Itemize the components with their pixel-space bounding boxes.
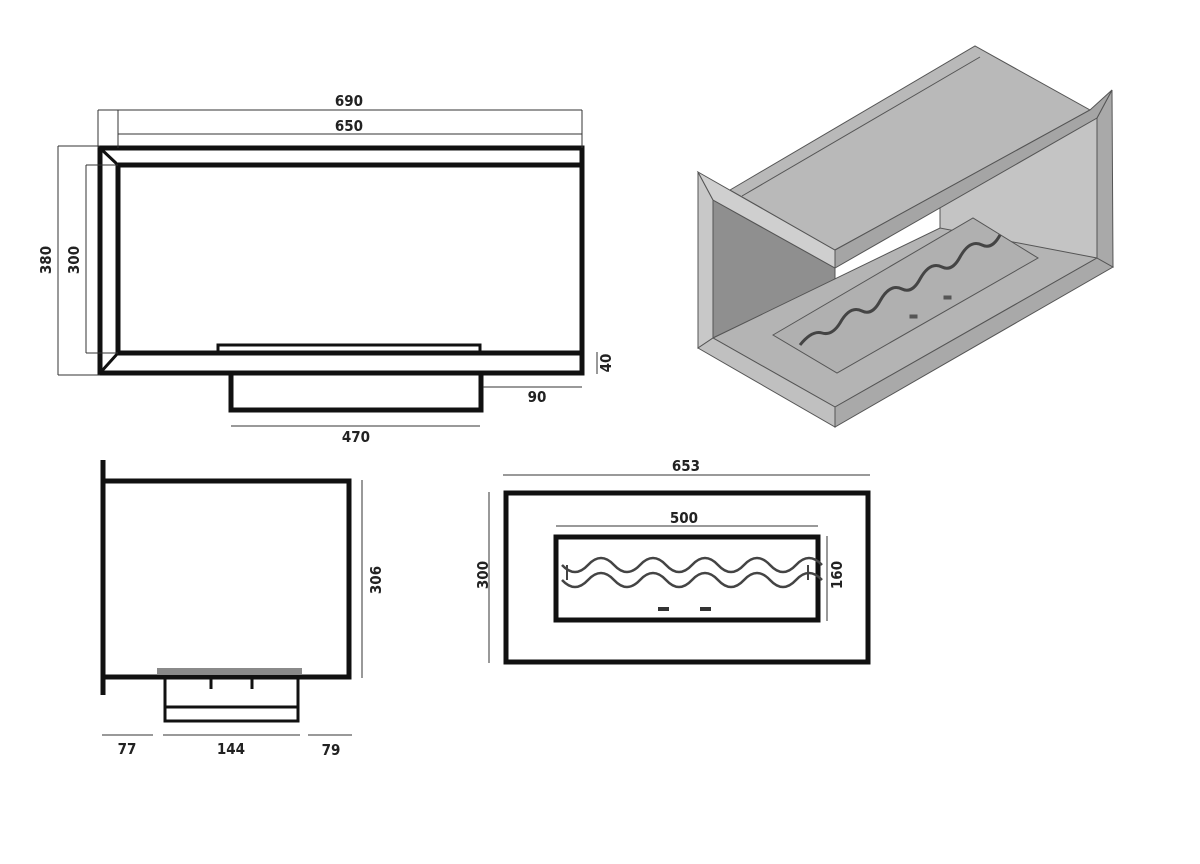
front-base-box [228, 370, 484, 413]
top-flame-wave-lower [561, 571, 823, 589]
dim-front-overall-height: 380 [37, 246, 55, 274]
dim-front-frame-depth: 40 [597, 354, 615, 373]
dim-side-base-depth: 144 [217, 740, 245, 758]
dim-top-burner-width: 500 [670, 509, 698, 527]
front-corner-bevel-bottom [98, 351, 120, 375]
iso-right-frame [1096, 89, 1114, 268]
dim-front-base-offset: 90 [528, 388, 547, 406]
side-body [100, 478, 352, 680]
dim-side-left-offset: 77 [118, 740, 137, 758]
side-burner-tray-bar [157, 668, 302, 674]
top-outer-frame [503, 490, 871, 665]
side-view: 306 77 144 79 [100, 460, 385, 759]
iso-burner-tray [772, 217, 1039, 374]
front-corner-bevel-top [98, 146, 120, 167]
front-view: 690 650 380 300 40 90 470 [37, 92, 615, 446]
iso-slot-1 [909, 314, 918, 319]
top-slot-2 [700, 607, 711, 611]
top-burner [553, 534, 821, 623]
dim-top-overall-depth: 300 [474, 561, 492, 589]
iso-left-frame-side [697, 171, 714, 349]
side-base-box [163, 675, 300, 723]
front-burner-tray [216, 343, 482, 355]
dim-top-overall-width: 653 [672, 457, 700, 475]
iso-slot-2 [943, 295, 952, 300]
dim-front-inner-height: 300 [65, 246, 83, 274]
iso-top-slab-edge [834, 89, 1113, 269]
dim-side-right-offset: 79 [322, 741, 341, 759]
front-outer-frame [97, 145, 585, 376]
dim-front-inner-width: 650 [335, 117, 363, 135]
dim-side-height: 306 [367, 566, 385, 594]
top-slot-1 [658, 607, 669, 611]
dim-front-overall-width: 690 [335, 92, 363, 110]
top-view: 653 500 300 160 [474, 457, 871, 665]
isometric-view [696, 45, 1115, 428]
iso-burner-flame-slot [798, 234, 1002, 346]
dim-front-base-width: 470 [342, 428, 370, 446]
top-flame-wave-upper [561, 556, 823, 574]
dim-top-burner-depth: 160 [828, 561, 846, 589]
